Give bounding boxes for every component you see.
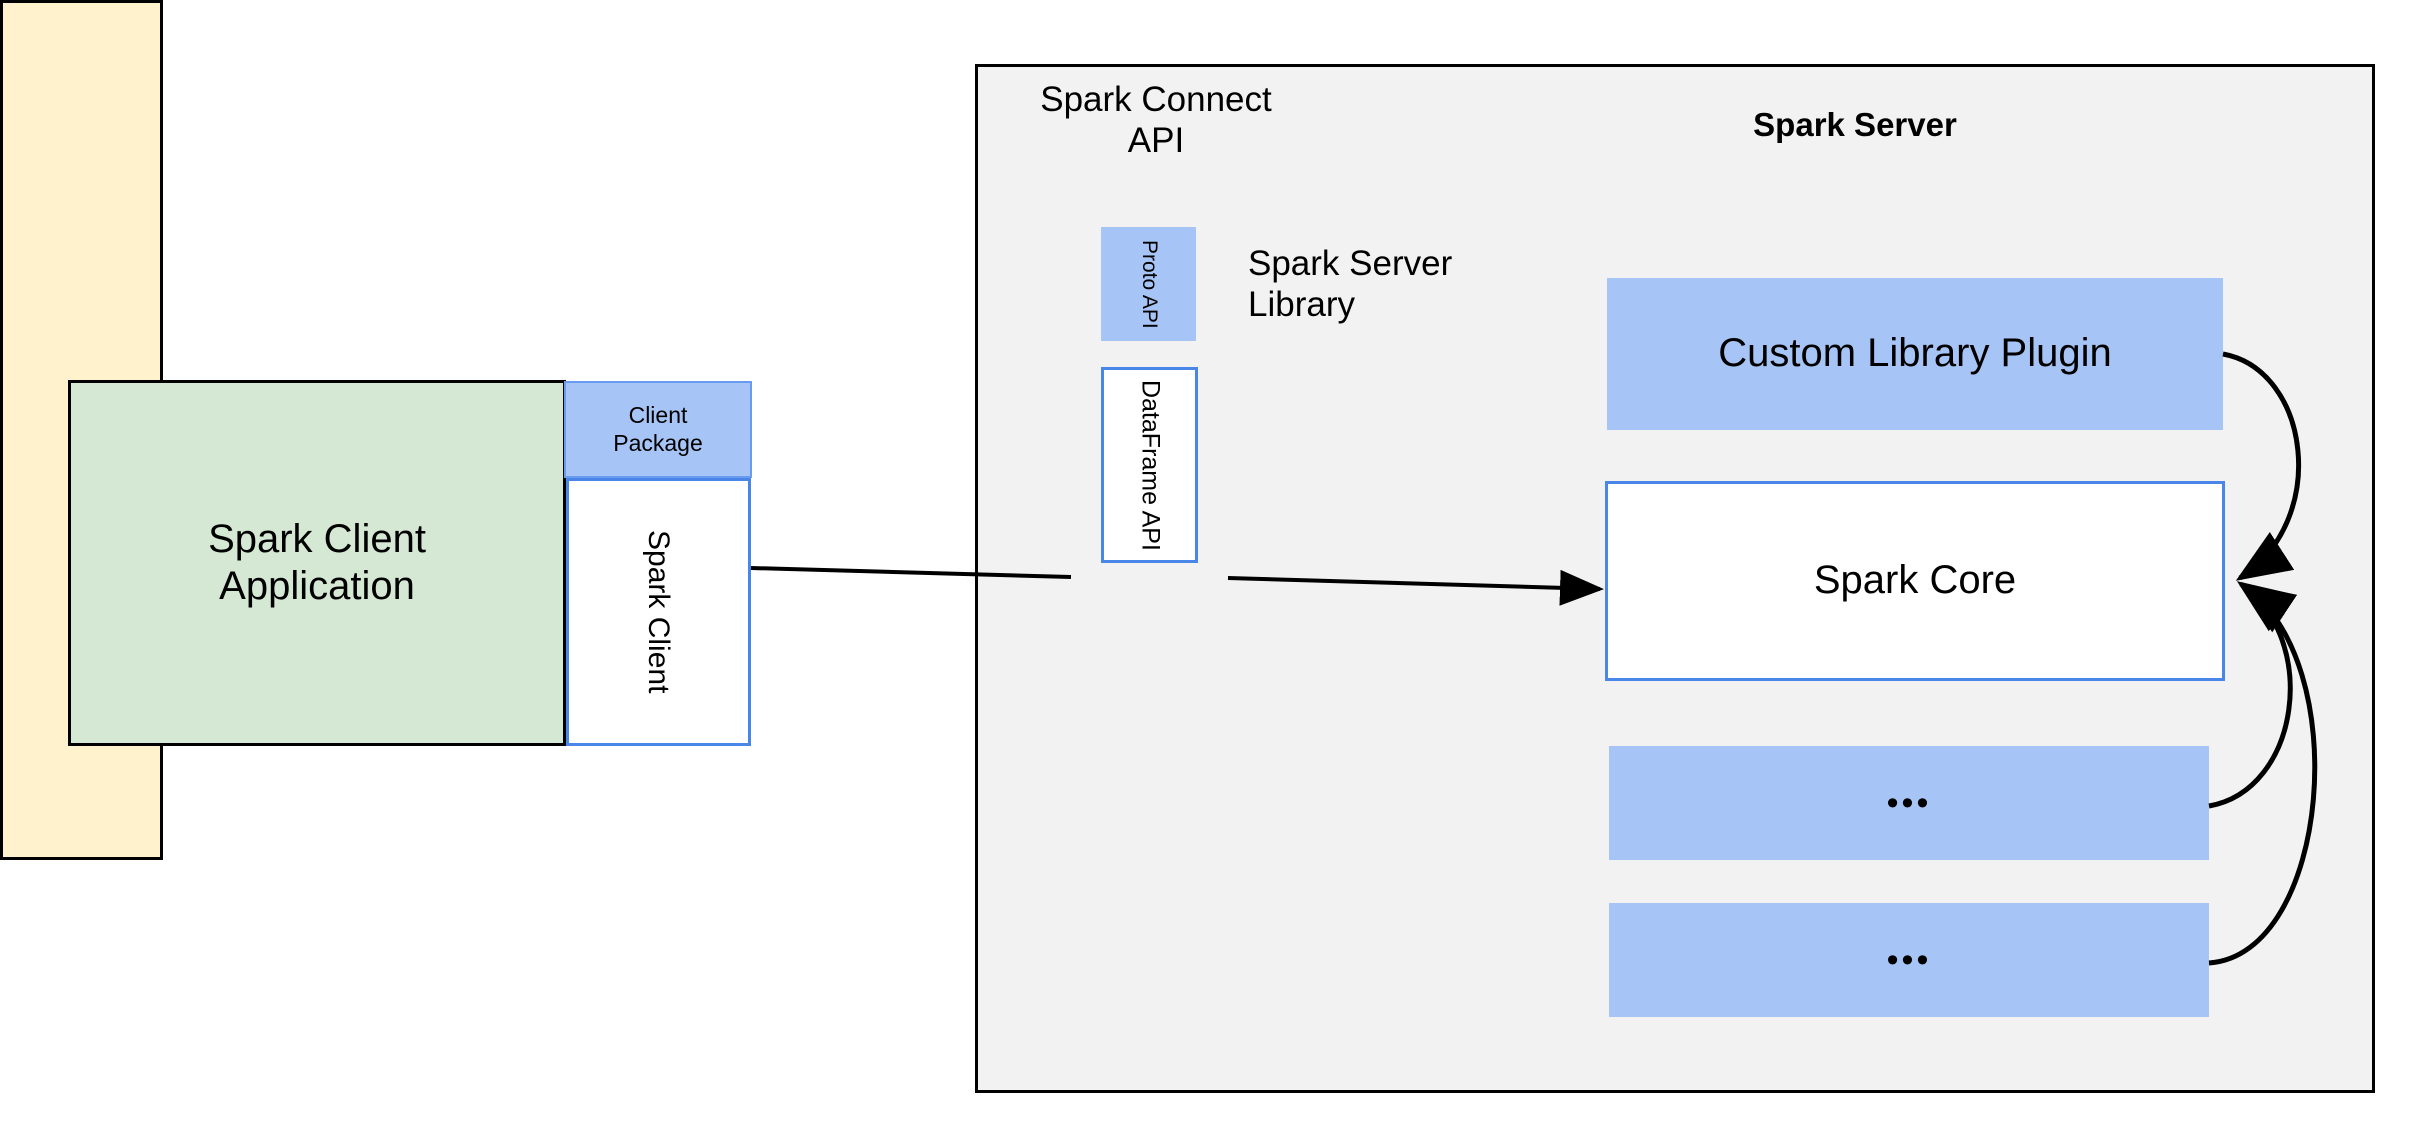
spark-client-application-box[interactable]: Spark Client Application [68, 380, 566, 746]
placeholder-label-1: ••• [1886, 783, 1932, 822]
spark-server-library-line-1: Spark Server [1248, 244, 1453, 283]
spark-server-library-line-2: Library [1248, 285, 1355, 325]
dataframe-api-box[interactable]: DataFrame API [1101, 367, 1198, 563]
proto-api-box[interactable]: Proto API [1101, 227, 1196, 341]
spark-connect-api-line-1: Spark Connect [1040, 79, 1272, 119]
client-app-label-line-1: Spark Client [208, 516, 426, 561]
spark-server-title: Spark Server [1753, 105, 1957, 143]
spark-core-label: Spark Core [1813, 558, 2017, 603]
client-package-label-line-2: Package [613, 429, 703, 456]
custom-library-plugin-box[interactable]: Custom Library Plugin [1607, 278, 2223, 430]
spark-connect-api-line-2: API [1127, 121, 1185, 160]
spark-client-box[interactable]: Spark Client [566, 478, 751, 746]
placeholder-component-box-2[interactable]: ••• [1609, 903, 2209, 1017]
spark-client-label: Spark Client [642, 530, 676, 694]
spark-server-library-label: Spark Server Library [1248, 243, 1548, 343]
dataframe-api-label: DataFrame API [1136, 379, 1165, 551]
custom-library-plugin-label: Custom Library Plugin [1718, 331, 2112, 376]
placeholder-component-box-1[interactable]: ••• [1609, 746, 2209, 860]
spark-core-box[interactable]: Spark Core [1605, 481, 2225, 681]
proto-api-label: Proto API [1137, 239, 1161, 329]
placeholder-label-2: ••• [1886, 940, 1932, 979]
client-package-label-line-1: Client [628, 402, 688, 429]
client-package-box[interactable]: Client Package [564, 381, 752, 478]
spark-connect-api-label: Spark Connect API [1022, 68, 1290, 172]
client-app-label-line-2: Application [219, 564, 415, 608]
